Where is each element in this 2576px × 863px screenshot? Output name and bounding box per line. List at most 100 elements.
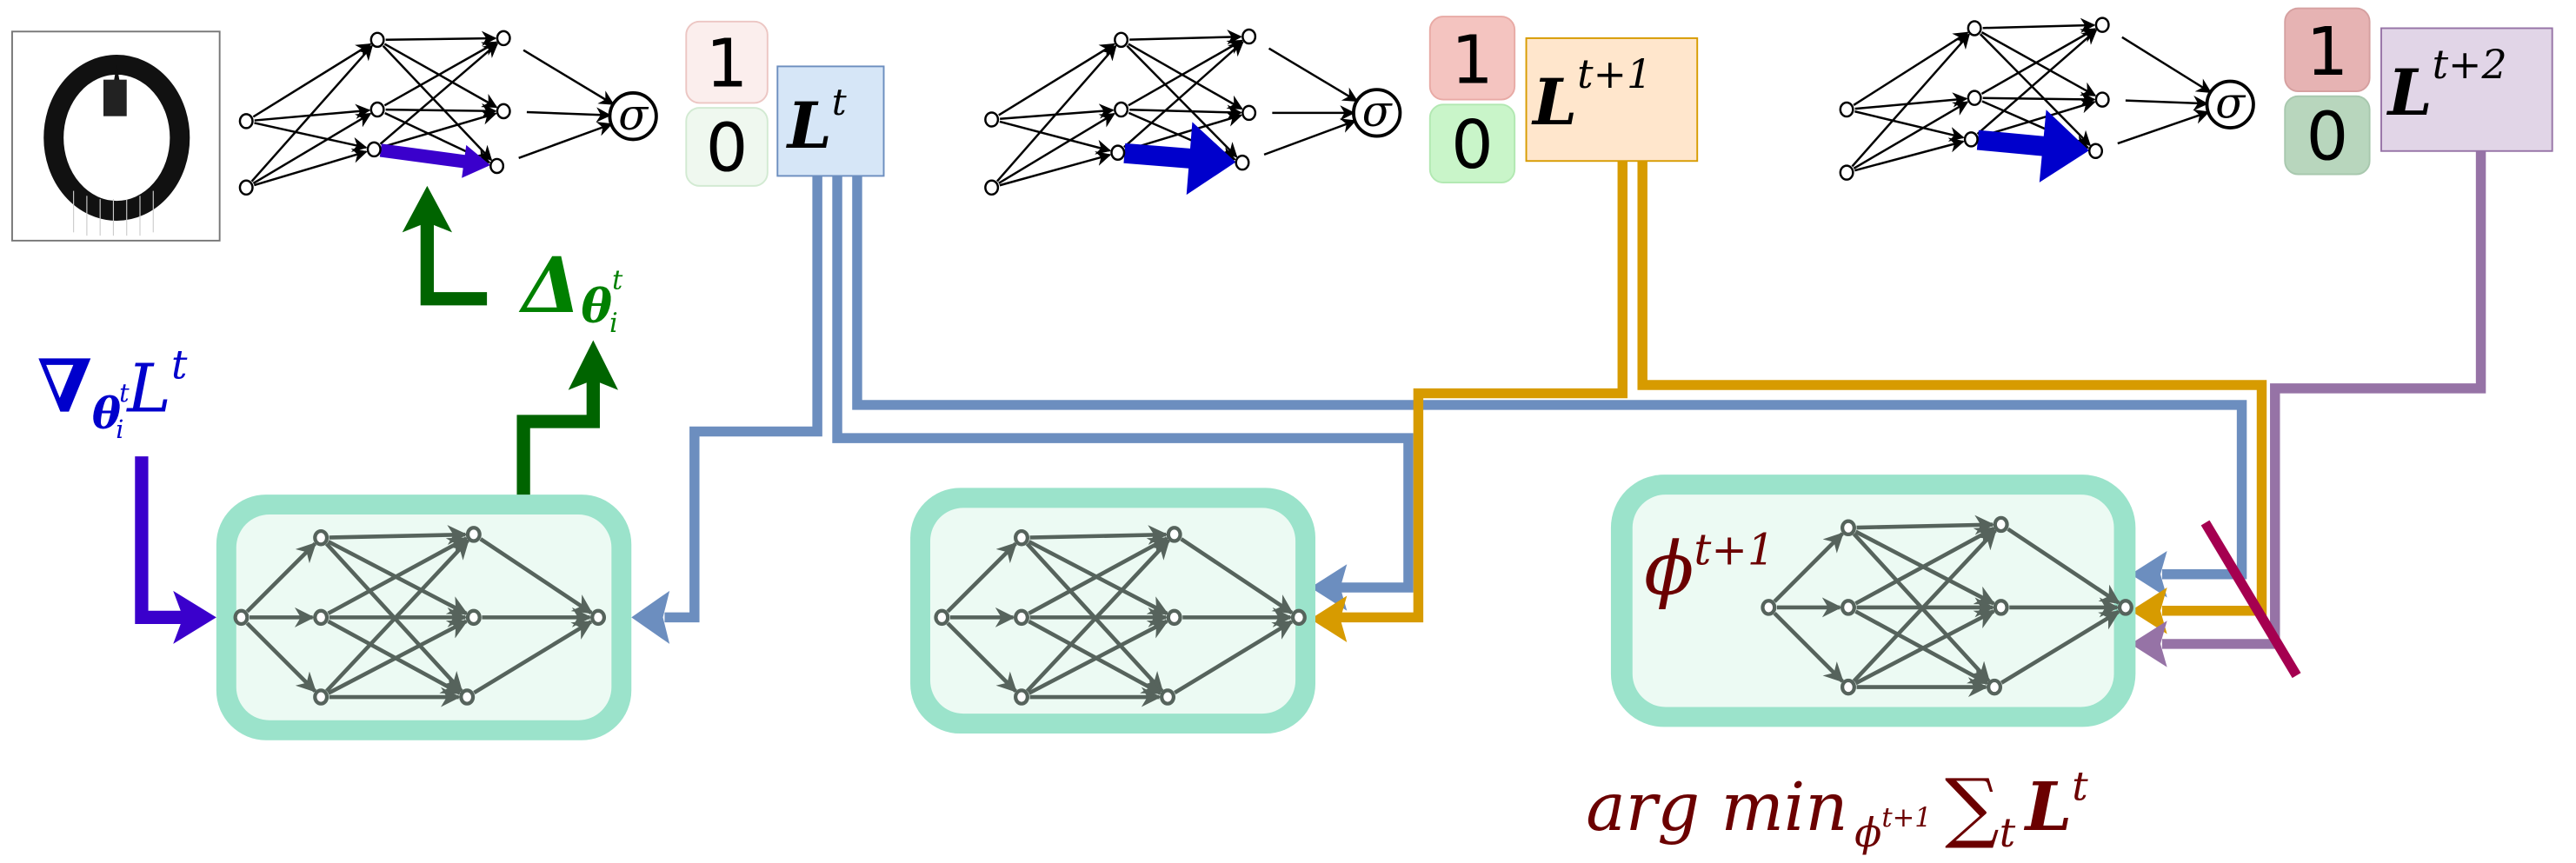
neuron-node bbox=[369, 31, 385, 49]
network-edge bbox=[1128, 39, 1243, 107]
optimizer-edge bbox=[1025, 539, 1170, 693]
loss-box-t2 bbox=[2380, 27, 2553, 152]
optimizer-node bbox=[1993, 599, 2009, 616]
network-edge bbox=[1263, 118, 1357, 156]
network-edge bbox=[1853, 101, 1969, 169]
network-edge bbox=[518, 122, 613, 159]
network-edge bbox=[2117, 109, 2210, 145]
classifier-network: σ bbox=[1839, 17, 2255, 183]
neuron-node bbox=[1114, 31, 1129, 49]
neuron-node bbox=[496, 30, 511, 47]
network-edge bbox=[252, 112, 372, 184]
network-edge bbox=[526, 107, 612, 123]
network-edge bbox=[1854, 110, 1965, 142]
target-zero-box bbox=[2284, 95, 2371, 176]
arrowhead-purple-meta bbox=[2130, 621, 2167, 667]
optimizer-node bbox=[233, 608, 250, 627]
pipe-lt1-to-optimizer-t1 bbox=[1338, 161, 1628, 623]
network-edge bbox=[523, 49, 615, 105]
network-edge bbox=[250, 44, 373, 183]
optimizer-box-t1 bbox=[910, 488, 1316, 734]
optimizer-edge bbox=[1852, 528, 1997, 683]
optimizer-node bbox=[1987, 678, 2003, 696]
network-edge bbox=[1125, 111, 1243, 152]
optimizer-node bbox=[1014, 688, 1029, 706]
optimizer-edge bbox=[1773, 612, 1844, 683]
target-zero-label: 0 bbox=[2306, 98, 2349, 176]
arrowhead-orange-meta bbox=[2130, 588, 2167, 634]
optimizer-edge bbox=[473, 620, 593, 695]
optimizer-node bbox=[1166, 526, 1182, 543]
optimizer-node bbox=[465, 608, 482, 627]
network-edge bbox=[1129, 104, 1242, 120]
loss-label-t2: Lt+2 bbox=[2386, 41, 2507, 130]
loss-label-t: Lt bbox=[786, 81, 847, 163]
neuron-node bbox=[984, 111, 1000, 128]
optimizer-node bbox=[465, 526, 482, 543]
network-edge bbox=[1979, 98, 2096, 138]
optimizer-box-t bbox=[216, 495, 632, 740]
optimizer-edge bbox=[2007, 527, 2120, 605]
optimizer-network bbox=[934, 525, 1307, 707]
optimizer-node bbox=[1761, 599, 1777, 616]
optimizer-edge bbox=[1180, 537, 1294, 614]
neuron-node bbox=[1963, 131, 1979, 148]
target-zero-box bbox=[1428, 103, 1516, 184]
neuron-node bbox=[1839, 164, 1854, 181]
optimizer-edge bbox=[479, 537, 594, 614]
neuron-node bbox=[1967, 90, 1982, 106]
sigmoid-node bbox=[2205, 79, 2255, 129]
optimizer-edge bbox=[1174, 620, 1294, 695]
optimizer-node bbox=[1014, 528, 1029, 547]
network-edge bbox=[385, 103, 497, 119]
loss-routing-pipes bbox=[664, 150, 2486, 649]
optimizer-edge bbox=[1856, 514, 1995, 535]
network-edge bbox=[254, 122, 368, 152]
neuron-node bbox=[1241, 28, 1257, 45]
network-edge bbox=[1980, 31, 2097, 97]
network-edge bbox=[1126, 44, 1238, 158]
target-zero-box bbox=[685, 107, 769, 187]
pipe-arrowheads bbox=[631, 550, 2167, 667]
optimizer-node bbox=[313, 528, 329, 547]
optimizer-edge bbox=[327, 619, 469, 695]
optimizer-network bbox=[1761, 514, 2133, 698]
digit-zero-glyph bbox=[43, 55, 190, 236]
optimizer-network bbox=[233, 525, 607, 707]
optimizer-edge bbox=[325, 539, 469, 693]
network-edge bbox=[383, 43, 498, 109]
optimizer-node bbox=[1166, 608, 1182, 627]
network-edge bbox=[1854, 92, 1968, 110]
neuron-node bbox=[489, 157, 505, 175]
target-one-label: 1 bbox=[706, 25, 749, 103]
loss-box-t1 bbox=[1525, 37, 1699, 163]
network-edge bbox=[383, 41, 498, 107]
optimizer-edge bbox=[1854, 526, 1996, 606]
target-one-box bbox=[2284, 7, 2371, 92]
network-edge bbox=[1853, 31, 1969, 106]
pipe-lt-to-optimizer-t1 bbox=[832, 176, 1414, 593]
optimizer-edge bbox=[946, 621, 1017, 693]
neuron-node bbox=[238, 179, 254, 196]
sigmoid-label: σ bbox=[618, 90, 649, 140]
network-edge bbox=[385, 30, 497, 46]
target-zero-label: 0 bbox=[706, 110, 749, 188]
network-edge bbox=[1851, 33, 1970, 168]
network-edge bbox=[1976, 29, 2098, 136]
neuron-node bbox=[1110, 144, 1126, 161]
network-edge bbox=[1268, 47, 1359, 103]
neuron-node bbox=[369, 101, 385, 118]
optimizer-node bbox=[1993, 515, 2009, 534]
loss-label-t1: Lt+1 bbox=[1531, 50, 1652, 140]
pipe-lt-to-optimizer-t bbox=[664, 176, 822, 623]
neuron-node bbox=[2094, 17, 2110, 33]
optimizer-node bbox=[1840, 599, 1856, 616]
network-edge bbox=[379, 43, 499, 145]
arrowhead-blue-opt-t bbox=[631, 590, 670, 644]
sigmoid-node bbox=[1352, 88, 1402, 138]
optimizer-node bbox=[934, 608, 950, 627]
neuron-node bbox=[1235, 154, 1250, 171]
optimizer-edge bbox=[329, 525, 468, 546]
